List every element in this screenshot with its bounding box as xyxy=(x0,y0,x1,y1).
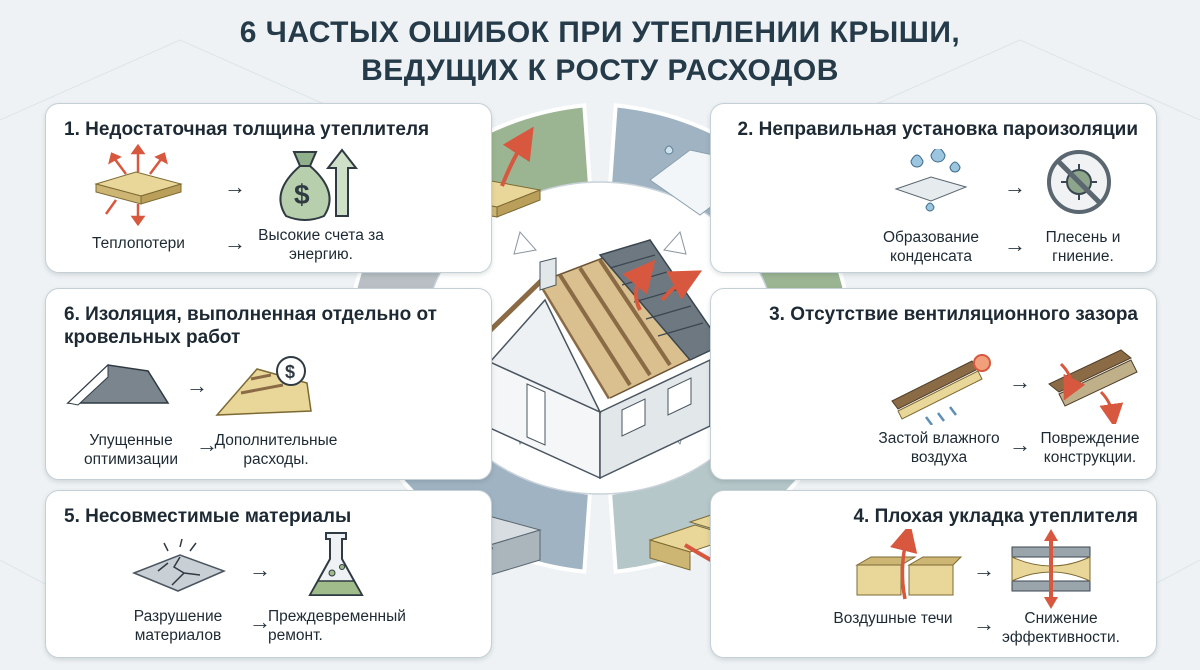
compressed-insulation-icon xyxy=(1011,529,1091,609)
card-6-title: 6. Изоляция, выполненная отдельно от кро… xyxy=(64,304,437,348)
roof-icon xyxy=(66,363,170,406)
title-line-1: 6 ЧАСТЫХ ОШИБОК ПРИ УТЕПЛЕНИИ КРЫШИ, xyxy=(239,16,961,49)
card-2-left-label: Образование конденсата xyxy=(882,229,980,265)
card-3-right-label: Повреждение конструкции. xyxy=(1040,430,1140,466)
dollar-glyph-2: $ xyxy=(285,362,295,382)
card-6-arrow: → xyxy=(186,373,208,398)
card-6-left-label: Упущенные оптимизации xyxy=(83,432,178,468)
title-line-2: ВЕДУЩИХ К РОСТУ РАСХОДОВ xyxy=(361,54,839,87)
card-2-right-label: Плесень и гниение. xyxy=(1045,229,1121,265)
card-4-right-label: Снижение эффективности. xyxy=(1002,610,1120,646)
card-2-arrow: → xyxy=(1004,174,1026,199)
card-4-title: 4. Плохая укладка утеплителя xyxy=(853,506,1138,527)
card-5-arrow: → xyxy=(249,557,271,582)
roof-money-icon: $ xyxy=(215,356,312,416)
card-3-arrow-2: → xyxy=(1009,432,1031,457)
card-1-left-label: Теплопотери xyxy=(92,235,185,252)
air-leak-icon xyxy=(855,529,963,600)
dollar-glyph: $ xyxy=(294,179,310,210)
card-4: 4. Плохая укладка утеплителя → Воздушные… xyxy=(710,490,1157,658)
card-6-right-label: Дополнительные расходы. xyxy=(214,432,338,468)
card-1-right-label: Высокие счета за энергию. xyxy=(258,227,384,263)
card-5-title: 5. Несовместимые материалы xyxy=(64,506,352,527)
card-2-title: 2. Неправильная установка пароизоляции xyxy=(737,119,1138,140)
card-2: 2. Неправильная установка пароизоляции →… xyxy=(710,103,1157,273)
chemistry-flask-icon xyxy=(308,532,364,596)
damaged-structure-icon xyxy=(1048,349,1138,424)
card-4-arrow: → xyxy=(973,557,995,582)
card-1-title: 1. Недостаточная толщина утеплителя xyxy=(64,119,430,140)
card-3-left-label: Застой влажного воздуха xyxy=(878,430,1000,466)
card-6: 6. Изоляция, выполненная отдельно от кро… xyxy=(45,288,492,480)
card-5-arrow-2: → xyxy=(249,609,271,634)
card-1: 1. Недостаточная толщина утеплителя → $ … xyxy=(45,103,492,273)
stagnant-air-icon xyxy=(891,354,991,425)
card-6-arrow-2: → xyxy=(196,432,218,457)
card-3: 3. Отсутствие вентиляционного зазора → З… xyxy=(710,288,1157,480)
house-roof-cutaway-icon xyxy=(468,239,724,480)
cracked-material-icon xyxy=(131,538,227,592)
card-5: 5. Несовместимые материалы → Разрушение … xyxy=(45,490,492,658)
card-2-arrow-2: → xyxy=(1004,232,1026,257)
card-3-arrow: → xyxy=(1009,369,1031,394)
card-5-right-label: Преждевременный ремонт. xyxy=(268,608,406,644)
card-1-arrow-2: → xyxy=(224,230,246,255)
card-4-left-label: Воздушные течи xyxy=(833,610,953,627)
page-title: 6 ЧАСТЫХ ОШИБОК ПРИ УТЕПЛЕНИИ КРЫШИ, ВЕД… xyxy=(0,14,1200,90)
card-3-title: 3. Отсутствие вентиляционного зазора xyxy=(769,304,1138,325)
condensation-drops-icon xyxy=(894,149,968,212)
card-5-left-label: Разрушение материалов xyxy=(133,608,223,644)
money-bag-icon: $ xyxy=(279,148,359,221)
card-4-arrow-2: → xyxy=(973,611,995,636)
card-1-arrow: → xyxy=(224,174,246,199)
insulation-heat-loss-icon xyxy=(94,144,183,226)
no-mold-icon xyxy=(1047,150,1111,214)
